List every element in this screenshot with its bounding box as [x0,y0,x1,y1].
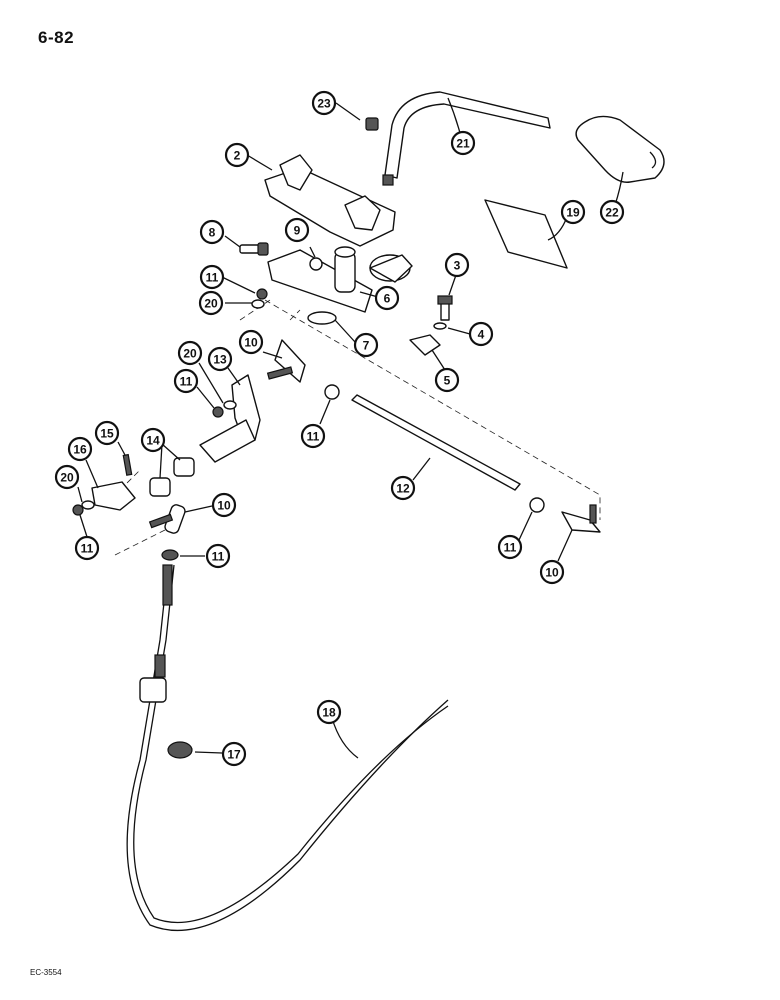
callout-label: 11 [504,541,517,555]
callout-label: 4 [478,328,485,342]
callout-label: 20 [60,471,74,485]
callout-label: 16 [73,443,87,457]
callout-22: 22 [599,199,625,225]
washer-part-7 [307,311,337,325]
callout-label: 17 [227,748,241,762]
ball-joint-part-10-upper [266,339,306,383]
callout-4: 4 [468,321,494,347]
callout-label: 3 [454,259,461,273]
nut-part-11-upper [256,288,268,300]
callout-label: 10 [217,499,231,513]
ball-joint-part-10-right [561,504,601,533]
callout-label: 21 [456,137,470,151]
callout-label: 6 [384,292,391,306]
callout-20: 20 [54,464,80,490]
callout-label: 11 [307,430,320,444]
callout-10: 10 [211,492,237,518]
callout-11: 11 [199,264,225,290]
bracket-part-2 [264,154,413,283]
bolt-part-8 [239,242,269,256]
bushing-part-14-a [149,477,171,497]
callout-label: 23 [317,97,331,111]
washer-part-20-upper [251,299,265,309]
grommet-part-17 [167,741,193,759]
callout-label: 10 [545,566,559,580]
callout-10: 10 [238,329,264,355]
lever-arm-part-13 [199,374,261,463]
nut-part-11-midleft [212,406,224,418]
nut-part-11-mid [324,384,340,400]
callout-label: 20 [183,347,197,361]
callout-label: 13 [213,353,227,367]
washer-part-4 [433,322,447,330]
callout-label: 18 [322,706,336,720]
callout-18: 18 [316,699,342,725]
callout-7: 7 [353,332,379,358]
bolt-part-3 [437,295,453,321]
page-number: 6-82 [38,28,75,47]
pin-part-15 [122,453,133,476]
clevis-part-16 [91,481,136,511]
callout-label: 15 [100,427,114,441]
callout-6: 6 [374,285,400,311]
bushing-part-14-b [173,457,195,477]
nut-part-11-right [529,497,545,513]
nut-part-9 [309,257,323,271]
callout-label: 20 [204,297,218,311]
callout-21: 21 [450,130,476,156]
callout-label: 19 [566,206,580,220]
callout-13: 13 [207,346,233,372]
callout-label: 22 [605,206,619,220]
callout-label: 14 [146,434,160,448]
callout-label: 11 [206,271,219,285]
callout-label: 9 [294,224,301,238]
callout-8: 8 [199,219,225,245]
callout-12: 12 [390,475,416,501]
callout-14: 14 [140,427,166,453]
callout-23: 23 [311,90,337,116]
callout-11: 11 [173,368,199,394]
callout-label: 2 [234,149,241,163]
callout-11: 11 [497,534,523,560]
shift-lever-part-21 [382,91,551,186]
callout-label: 11 [212,550,225,564]
washer-part-20-lower [81,500,95,510]
bushing-part-23 [365,117,379,131]
callout-11: 11 [300,423,326,449]
lever-knob-part-22 [575,115,665,183]
figure-code: EC-3554 [30,968,62,977]
rod-part-12 [351,394,521,491]
callout-11: 11 [205,543,231,569]
callout-5: 5 [434,367,460,393]
callout-20: 20 [177,340,203,366]
plate-part-19 [484,199,568,269]
callout-9: 9 [284,217,310,243]
callout-16: 16 [67,436,93,462]
callout-label: 11 [81,542,94,556]
clip-part-5 [409,334,441,356]
ball-joint-part-10-lower [148,504,186,534]
callout-15: 15 [94,420,120,446]
washer-part-20-mid [223,400,237,410]
callout-10: 10 [539,559,565,585]
callout-20: 20 [198,290,224,316]
callout-label: 8 [209,226,216,240]
callout-3: 3 [444,252,470,278]
lever-plate-part-6 [267,246,373,313]
control-cable-part-18 [126,564,449,932]
callout-19: 19 [560,199,586,225]
callout-2: 2 [224,142,250,168]
callout-label: 5 [444,374,451,388]
nut-part-11-lower [161,549,179,561]
callout-label: 11 [180,375,193,389]
callout-17: 17 [221,741,247,767]
leader-lines [77,97,624,759]
callout-label: 12 [396,482,410,496]
nut-part-11-lowerleft [72,504,84,516]
callout-label: 7 [363,339,370,353]
callout-label: 10 [244,336,258,350]
callout-11: 11 [74,535,100,561]
